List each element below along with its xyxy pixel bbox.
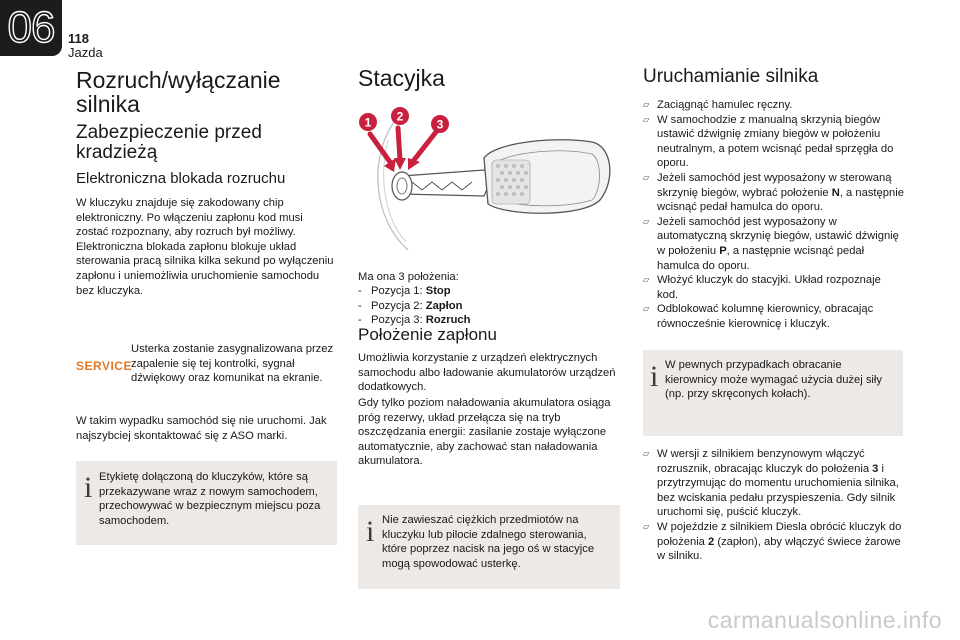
page-number: 118 xyxy=(68,31,89,46)
middle-section-heading: Położenie zapłonu xyxy=(358,325,497,344)
middle-paragraph-1: Umożliwia korzystanie z urządzeń elektry… xyxy=(358,352,616,394)
left-title: Rozruch/wyłączanie silnika xyxy=(76,67,281,117)
list-item: W wersji z silnikiem benzynowym włączyć … xyxy=(643,447,905,520)
service-description: Usterka zostanie zasygnalizowana przez z… xyxy=(131,343,334,385)
callout-3 xyxy=(431,115,449,133)
left-section-heading: Elektroniczna blokada rozruchu xyxy=(76,170,286,187)
list-item: Pozycja 1: Stop xyxy=(358,284,608,299)
left-paragraph-1: W kluczyku znajduje się zakodowany chip … xyxy=(76,197,334,297)
info-icon: i xyxy=(650,360,659,393)
list-item: Zaciągnąć hamulec ręczny. xyxy=(643,98,905,113)
positions-list: Pozycja 1: Stop Pozycja 2: Zapłon Pozycj… xyxy=(358,284,608,328)
chapter-number: 06 xyxy=(7,3,56,52)
right-info-note: i W pewnych przypadkach obracanie kierow… xyxy=(643,350,903,436)
left-note-text: Etykietę dołączoną do kluczyków, które s… xyxy=(99,471,321,527)
middle-paragraph-2: Gdy tylko poziom naładowania akumulatora… xyxy=(358,397,611,468)
left-info-note: i Etykietę dołączoną do kluczyków, które… xyxy=(76,461,337,545)
start-steps-list-2: W wersji z silnikiem benzynowym włączyć … xyxy=(643,447,905,564)
info-icon: i xyxy=(366,515,375,548)
list-item: Odblokować kolumnę kierownicy, obracając… xyxy=(643,302,905,331)
callout-label-3: 3 xyxy=(437,118,444,132)
left-paragraph-2: W takim wypadku samochód się nie uruchom… xyxy=(76,415,327,442)
middle-note-text: Nie zawieszać ciężkich przedmiotów na kl… xyxy=(382,514,595,570)
list-item: W samochodzie z manualną skrzynią biegów… xyxy=(643,113,905,171)
start-steps-list: Zaciągnąć hamulec ręczny. W samochodzie … xyxy=(643,98,905,332)
middle-info-note: i Nie zawieszać ciężkich przedmiotów na … xyxy=(358,505,620,589)
list-item: Pozycja 2: Zapłon xyxy=(358,299,608,314)
callout-label-1: 1 xyxy=(365,116,372,130)
chapter-title: Jazda xyxy=(68,45,103,60)
list-item: Włożyć kluczyk do stacyjki. Układ rozpoz… xyxy=(643,273,905,302)
list-item: Jeżeli samochód jest wyposażony w sterow… xyxy=(643,171,905,215)
left-subtitle: Zabezpieczenie przed kradzieżą xyxy=(76,122,262,163)
ignition-key-illustration: 1 2 3 xyxy=(359,107,611,251)
callout-1 xyxy=(359,113,377,131)
right-note-text: W pewnych przypadkach obracanie kierowni… xyxy=(665,359,882,401)
right-title: Uruchamianie silnika xyxy=(643,66,819,87)
info-icon: i xyxy=(84,471,93,504)
list-item: W pojeździe z silnikiem Diesla obrócić k… xyxy=(643,520,905,564)
callout-2 xyxy=(391,107,409,125)
callout-label-2: 2 xyxy=(397,110,404,124)
list-item: Jeżeli samochód jest wyposażony w automa… xyxy=(643,215,905,273)
list-item: Pozycja 3: Rozruch xyxy=(358,313,608,328)
watermark: carmanualsonline.info xyxy=(707,607,942,633)
service-warning-icon: SERVICE xyxy=(76,359,132,373)
chapter-badge: 06 xyxy=(0,0,62,56)
positions-intro: Ma ona 3 położenia: xyxy=(358,271,459,283)
middle-title: Stacyjka xyxy=(358,65,445,91)
